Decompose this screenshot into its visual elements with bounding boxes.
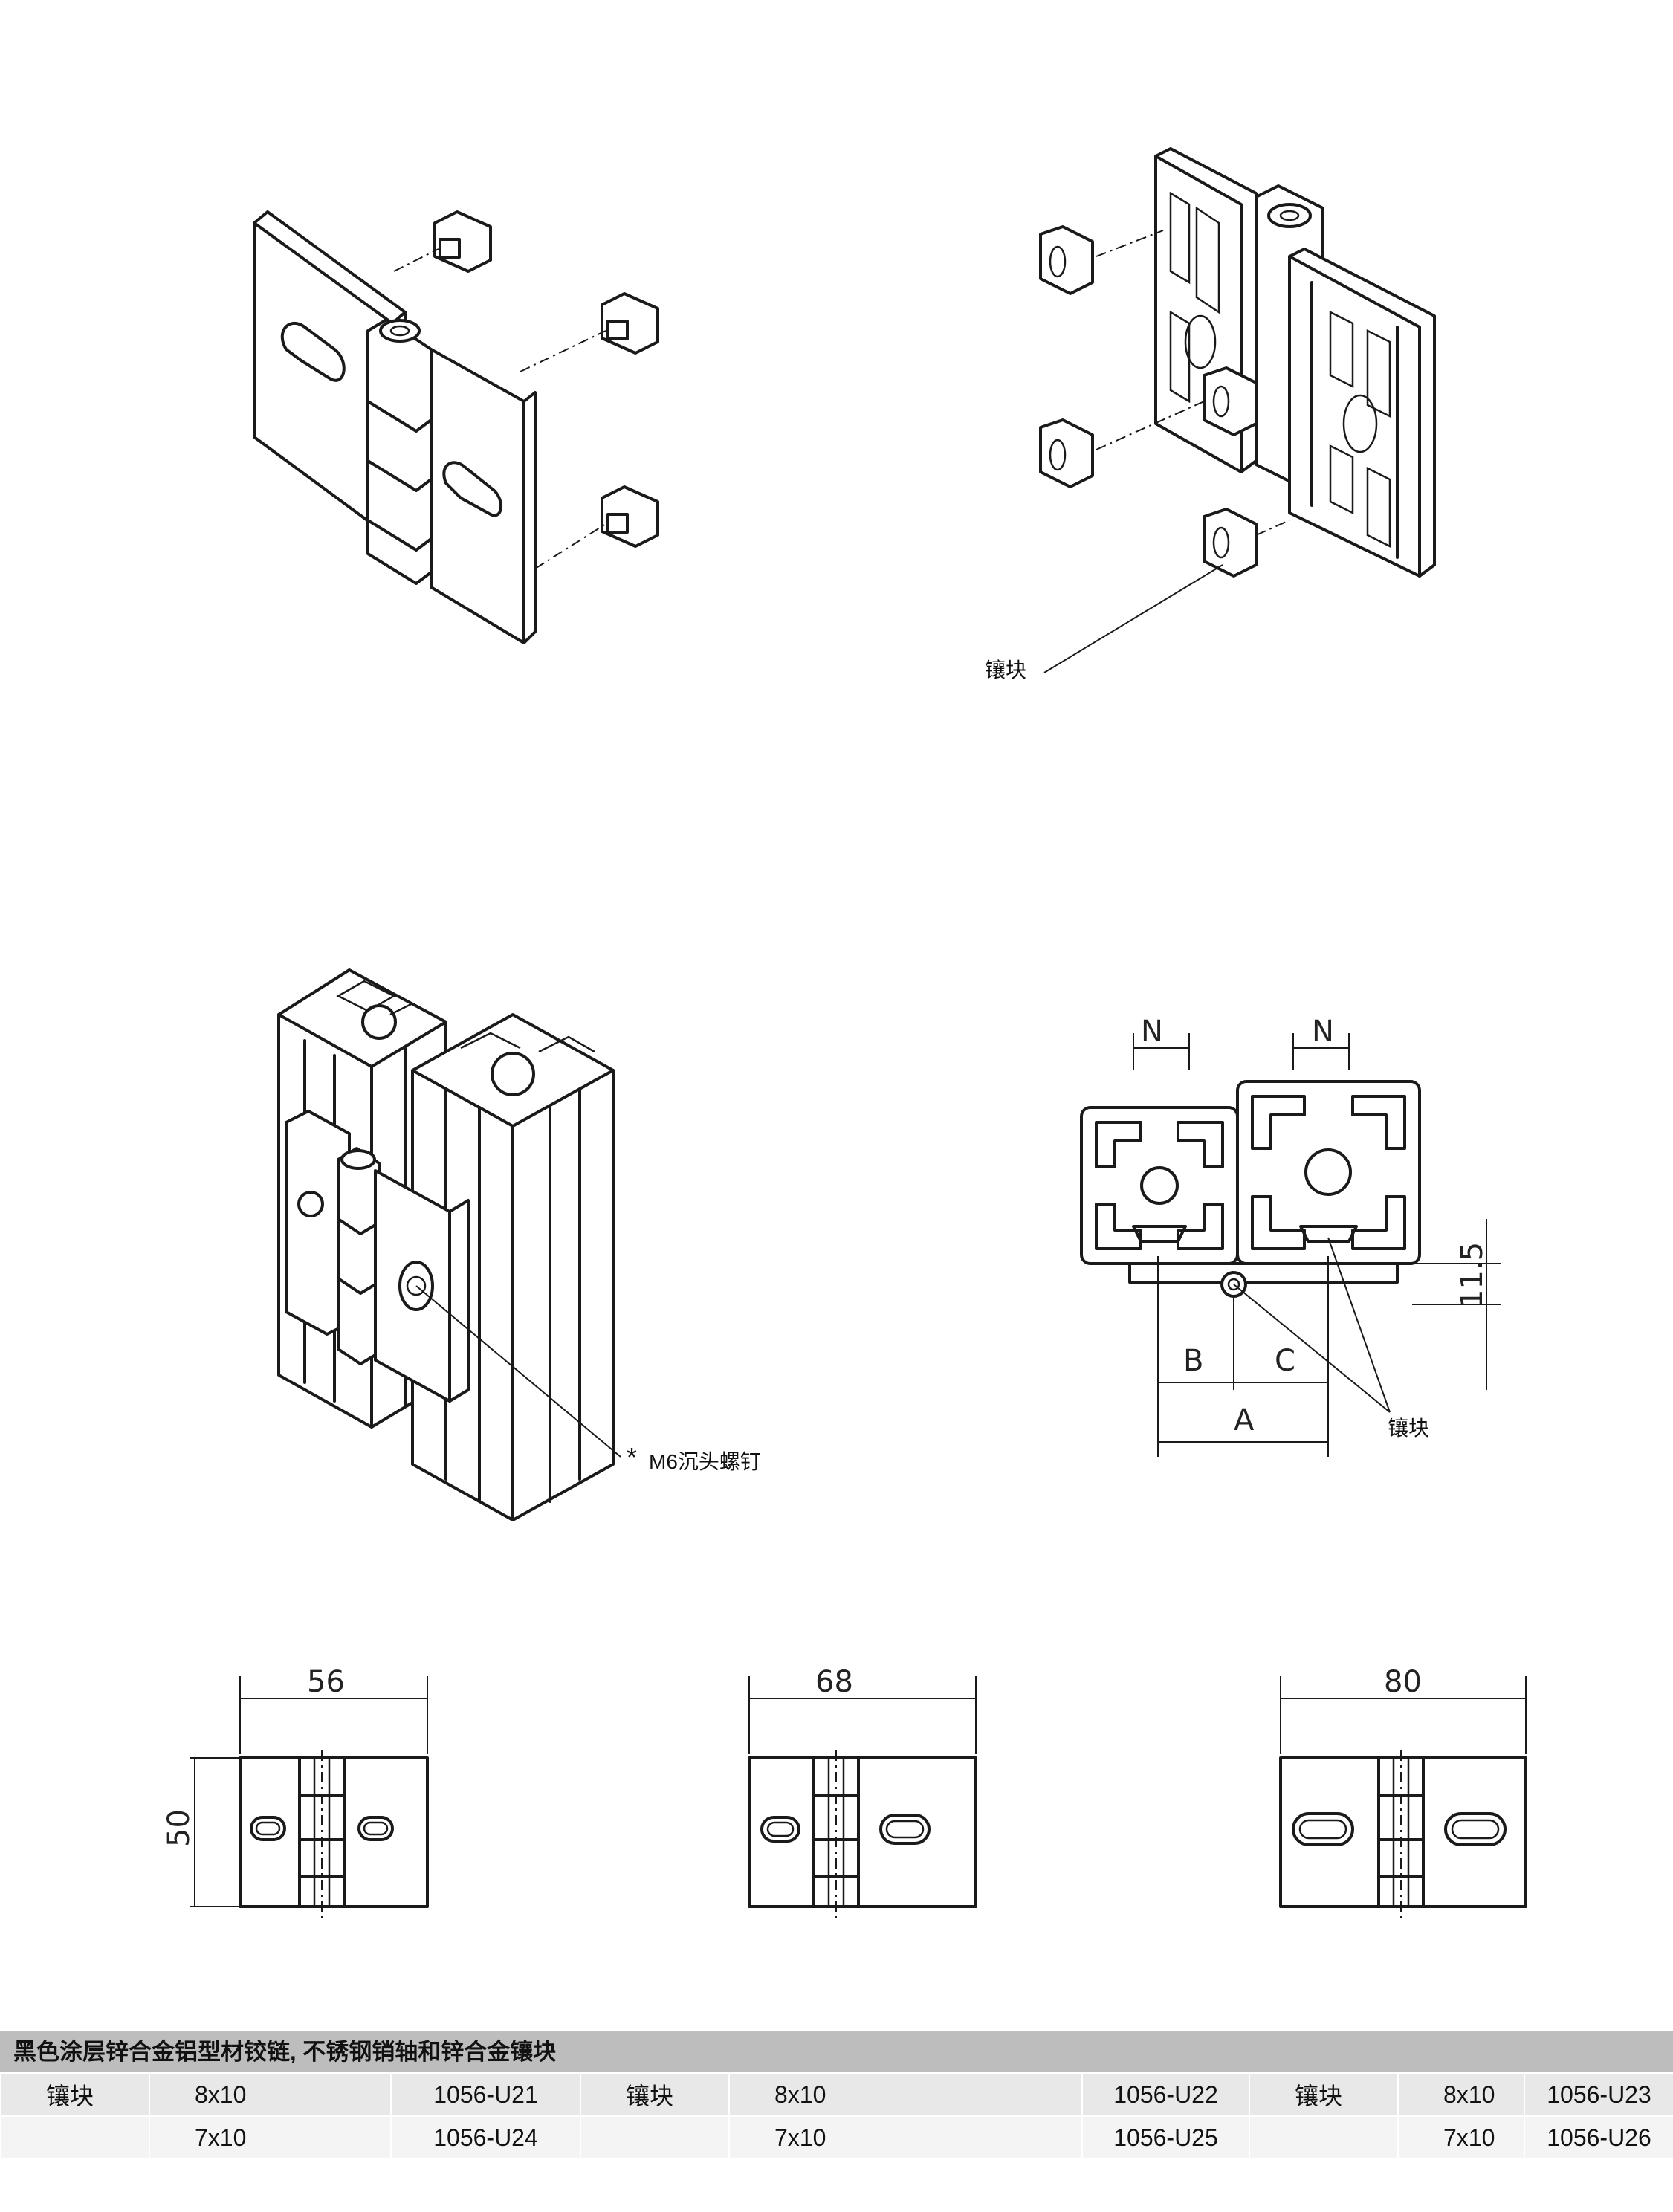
screw-label: M6沉头螺钉: [649, 1450, 761, 1473]
cell-category: 镶块: [1249, 2072, 1399, 2117]
cell-size: 7x10: [1397, 2115, 1525, 2160]
cell-category: 镶块: [0, 2072, 150, 2117]
spec-section: 黑色涂层锌合金铝型材铰链, 不锈钢销轴和锌合金镶块 镶块 8x10 1056-U…: [0, 2031, 1673, 2160]
cell-code: 1056-U22: [1081, 2072, 1250, 2117]
cross-section-view: [1080, 1033, 1501, 1457]
width-label-56: 56: [307, 1665, 345, 1699]
dim-a: A: [1234, 1403, 1255, 1438]
width-label-68: 68: [815, 1665, 853, 1699]
cell-category: [580, 2115, 730, 2160]
cell-size: 8x10: [1397, 2072, 1525, 2117]
spec-table: 镶块 8x10 1056-U21 镶块 8x10 1056-U22 镶块 8x1…: [0, 2072, 1673, 2160]
cell-size: 7x10: [728, 2115, 1083, 2160]
screw-mark: *: [627, 1442, 638, 1472]
hinge-back-exploded-view: [1039, 147, 1436, 673]
cell-size: 8x10: [728, 2072, 1083, 2117]
spec-title: 黑色涂层锌合金铝型材铰链, 不锈钢销轴和锌合金镶块: [0, 2031, 1673, 2072]
dim-b: B: [1183, 1344, 1204, 1378]
size-view-68: [748, 1676, 977, 1918]
cell-size: 7x10: [149, 2115, 392, 2160]
cell-code: 1056-U25: [1081, 2115, 1250, 2160]
insert-label-top: 镶块: [985, 659, 1027, 682]
dim-offset: 11.5: [1455, 1241, 1489, 1308]
table-row: 镶块 8x10 1056-U21 镶块 8x10 1056-U22 镶块 8x1…: [0, 2072, 1673, 2117]
cell-code: 1056-U24: [390, 2115, 581, 2160]
dim-n-left: N: [1141, 1015, 1163, 1049]
hinge-front-exploded-view: [253, 210, 659, 644]
cell-code: 1056-U26: [1524, 2115, 1673, 2160]
dim-c: C: [1275, 1344, 1295, 1378]
cell-size: 8x10: [149, 2072, 392, 2117]
technical-drawing: [190, 147, 1527, 1918]
width-label-80: 80: [1384, 1665, 1422, 1699]
cell-category: [0, 2115, 150, 2160]
cell-code: 1056-U23: [1524, 2072, 1673, 2117]
dim-n-right: N: [1312, 1015, 1334, 1049]
hinge-mounted-on-profiles-view: [277, 968, 621, 1521]
cell-code: 1056-U21: [390, 2072, 581, 2117]
height-label-50: 50: [162, 1809, 196, 1847]
size-view-80: [1279, 1676, 1527, 1918]
cell-category: 镶块: [580, 2072, 730, 2117]
table-row: 7x10 1056-U24 7x10 1056-U25 7x10 1056-U2…: [0, 2115, 1673, 2160]
size-view-56: [190, 1676, 429, 1918]
insert-label-section: 镶块: [1388, 1417, 1430, 1440]
cell-category: [1249, 2115, 1399, 2160]
